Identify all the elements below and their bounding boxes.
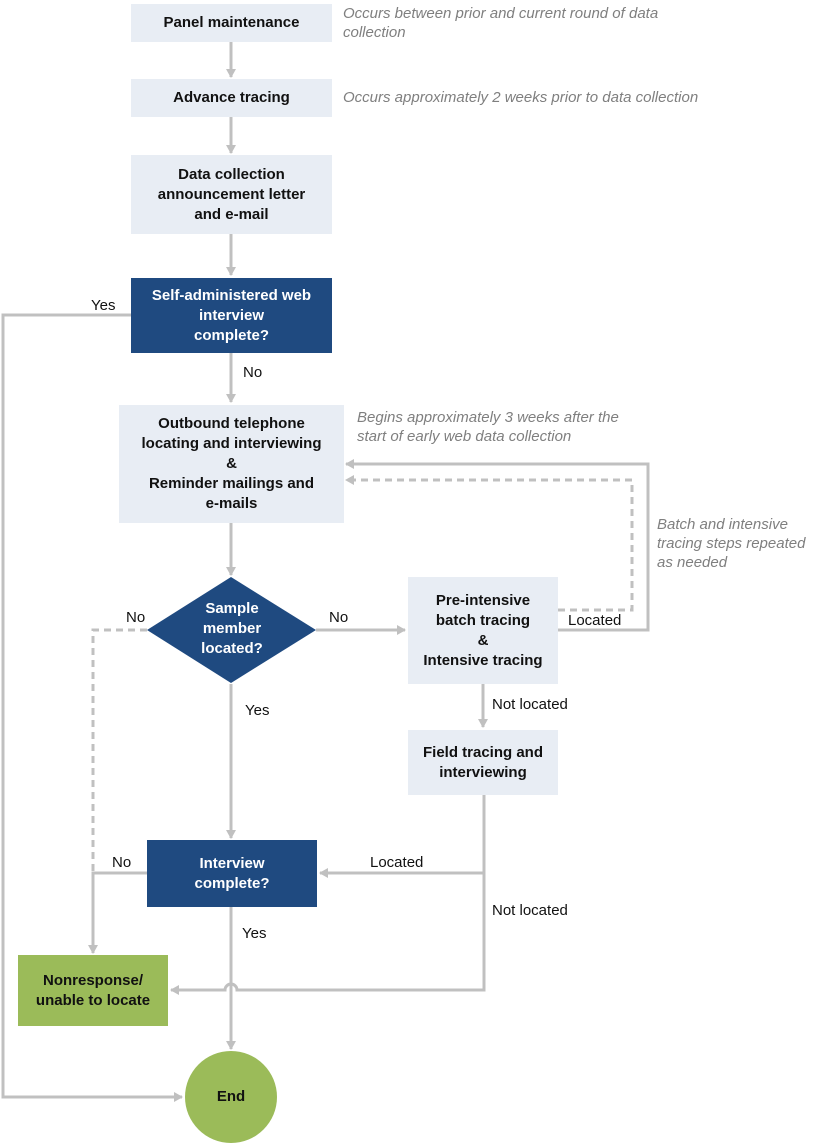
- label-web-no: No: [243, 364, 263, 381]
- note-batch-repeat: Batch and intensive tracing steps repeat…: [657, 516, 806, 571]
- edge-interview-no-to-nonresponse: [88, 871, 147, 954]
- note-panel-maintenance: Occurs between prior and current round o…: [343, 5, 659, 41]
- panel-maintenance-box: Panel maintenance: [131, 4, 332, 42]
- label-sample-no-left: No: [126, 609, 146, 626]
- note-advance-tracing: Occurs approximately 2 weeks prior to da…: [343, 89, 699, 106]
- label-pre-not-located: Not located: [492, 696, 568, 713]
- advance-tracing-box: Advance tracing: [131, 79, 332, 117]
- pre-intensive-box: Pre-intensive batch tracing & Intensive …: [408, 577, 558, 684]
- web-complete-box: Self-administered web interview complete…: [131, 278, 332, 353]
- note-outbound: Begins approximately 3 weeks after the s…: [357, 409, 619, 445]
- label-sample-yes: Yes: [245, 702, 270, 719]
- edge-field-not-located-to-nonresponse: [170, 873, 486, 995]
- label-sample-no-right: No: [329, 609, 349, 626]
- label-field-located: Located: [370, 854, 424, 871]
- label-pre-located: Located: [568, 612, 622, 629]
- field-tracing-box: Field tracing and interviewing: [408, 730, 558, 795]
- end-node: End: [185, 1051, 277, 1143]
- edge-sample-no-to-nonresponse: [91, 628, 147, 953]
- edge-web-yes-to-end: [1, 313, 183, 1102]
- nonresponse-box: Nonresponse/ unable to locate: [18, 955, 168, 1026]
- label-interview-no: No: [112, 854, 132, 871]
- sample-located-diamond: [147, 577, 316, 683]
- label-field-not-located: Not located: [492, 902, 568, 919]
- edge-batch-repeat-loop: [345, 475, 634, 612]
- label-interview-yes: Yes: [242, 925, 267, 942]
- announcement-box: Data collection announcement letter and …: [131, 155, 332, 234]
- edge-pre-located-to-outbound: [345, 459, 650, 632]
- label-web-yes: Yes: [91, 297, 116, 314]
- sample-located-label: Sample member located?: [201, 600, 263, 657]
- interview-complete-box: Interview complete?: [147, 840, 317, 907]
- outbound-box: Outbound telephone locating and intervie…: [119, 405, 344, 523]
